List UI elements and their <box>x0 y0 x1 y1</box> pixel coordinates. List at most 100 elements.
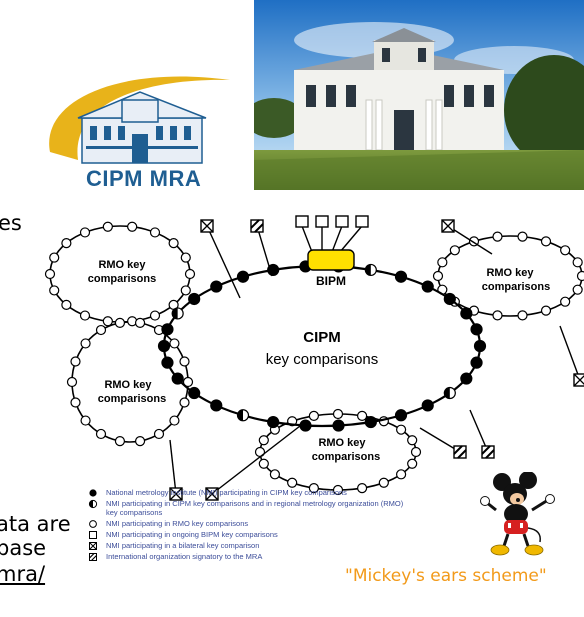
legend-item: International organization signatory to … <box>88 552 408 561</box>
filled-circle-node <box>161 323 174 336</box>
open-circle-node <box>396 424 407 435</box>
hatched-square-node <box>453 445 467 459</box>
filled-circle-node <box>394 270 408 283</box>
open-circle-node <box>432 270 444 282</box>
open-circle-node <box>44 268 56 280</box>
open-circle-node <box>61 299 72 310</box>
open-circle-node <box>70 356 81 367</box>
open-circle-node <box>66 376 78 388</box>
open-circle-node <box>149 310 161 321</box>
rmo-label-top-left-1: RMO key <box>98 259 146 271</box>
open-circle-node <box>179 397 190 408</box>
clipped-text-data: ata are <box>0 512 71 536</box>
open-circle-node <box>169 338 180 349</box>
open-circle-node <box>437 257 448 268</box>
cross-square-mark <box>169 487 183 501</box>
filled-circle-node <box>210 399 223 412</box>
clipped-link-mra[interactable]: mra/ <box>0 562 46 586</box>
open-circle-node <box>114 435 126 447</box>
open-circle-node <box>540 236 552 247</box>
open-circle-node <box>572 284 583 295</box>
open-circle-node <box>102 221 113 232</box>
cross-square-mark <box>205 487 219 501</box>
open-circle-node <box>332 484 344 496</box>
open-circle-node <box>308 483 319 494</box>
filled-circle-node <box>188 292 201 306</box>
cipm-title: CIPM <box>303 329 341 346</box>
open-circle-node <box>517 310 528 321</box>
mickey-mouse-illustration <box>480 472 558 558</box>
open-circle-node <box>560 296 571 307</box>
cross-square-mark <box>573 373 584 387</box>
legend-text: NMI participating in ongoing BIPM key co… <box>106 530 278 539</box>
legend-item: NMI participating in a bilateral key com… <box>88 541 408 550</box>
open-circle-node <box>407 435 418 446</box>
legend-text: NMI participating in RMO key comparisons <box>106 519 249 528</box>
rmo-label-bottom-2: comparisons <box>312 451 380 463</box>
hatched-square-mark <box>481 445 495 459</box>
half-filled-node-fill <box>172 307 178 319</box>
cross-square-icon <box>88 541 100 551</box>
open-circle-node <box>80 415 91 426</box>
open-circle-node <box>49 252 60 263</box>
diagram-legend: National metrology institute (NMI) parti… <box>88 488 408 563</box>
filled-circle-node <box>236 270 250 283</box>
filled-circle-node <box>460 307 473 320</box>
filled-circle-node <box>460 372 473 385</box>
filled-circle-node <box>210 280 223 293</box>
clipped-text-base: base <box>0 536 47 560</box>
open-circle-node <box>572 257 583 268</box>
open-circle-node <box>95 428 107 440</box>
filled-circle-node <box>188 386 201 400</box>
key-comparisons-diagram: BIPM CIPM key comparisons RMO key compar… <box>40 214 584 514</box>
hatched-square-node <box>481 445 495 459</box>
open-circle-node <box>357 483 368 494</box>
filled-circle-node <box>157 339 171 353</box>
legend-item: NMI participating in RMO key comparisons <box>88 519 408 528</box>
filled-circle-node <box>267 415 280 429</box>
open-circle-node <box>407 458 418 469</box>
open-circle-node <box>517 231 528 242</box>
open-circle-node <box>61 238 72 249</box>
open-circle-node <box>70 397 81 408</box>
legend-item: NMI participating in CIPM key comparison… <box>88 499 408 517</box>
open-circle-node <box>258 458 269 469</box>
legend-item: National metrology institute (NMI) parti… <box>88 488 408 497</box>
filled-circle-node <box>443 292 456 306</box>
legend-text: NMI participating in CIPM key comparison… <box>106 499 404 517</box>
hatched-square-node <box>250 219 264 233</box>
open-circle-node <box>540 305 552 316</box>
open-circle-node <box>492 310 503 321</box>
open-circle-node <box>258 435 269 446</box>
half-filled-node-fill <box>365 264 371 276</box>
cross-square-mark <box>200 219 214 233</box>
filled-circle-node <box>171 372 184 385</box>
open-circle-node <box>80 338 91 349</box>
legend-text: National metrology institute (NMI) parti… <box>106 488 347 497</box>
filled-circle-node <box>332 419 345 432</box>
open-circle-node <box>134 317 146 329</box>
rmo-label-top-right-1: RMO key <box>486 267 534 279</box>
open-circle-node <box>149 227 161 238</box>
open-circle-node <box>180 252 191 263</box>
open-circle-node <box>180 285 191 296</box>
filled-circle-node <box>470 323 483 336</box>
half-filled-node-fill <box>444 387 450 399</box>
open-circle-node <box>134 435 146 447</box>
bipm-building-photo <box>254 0 584 190</box>
filled-circle-node <box>473 339 487 353</box>
open-circle-node <box>168 238 179 249</box>
legend-text: NMI participating in a bilateral key com… <box>106 541 260 550</box>
rmo-label-top-left-2: comparisons <box>88 273 156 285</box>
filled-circle-node <box>470 356 483 369</box>
open-circle-node <box>114 317 126 329</box>
hatched-square-mark <box>453 445 467 459</box>
filled-circle-node <box>299 419 312 432</box>
cipm-subtitle: key comparisons <box>266 351 379 368</box>
open-square-icon <box>88 530 100 540</box>
half-filled-node-fill <box>237 409 243 421</box>
open-circle-node <box>179 356 190 367</box>
open-circle-node <box>184 268 196 280</box>
hatched-square-icon <box>88 552 100 562</box>
rmo-label-bottom-1: RMO key <box>318 437 366 449</box>
